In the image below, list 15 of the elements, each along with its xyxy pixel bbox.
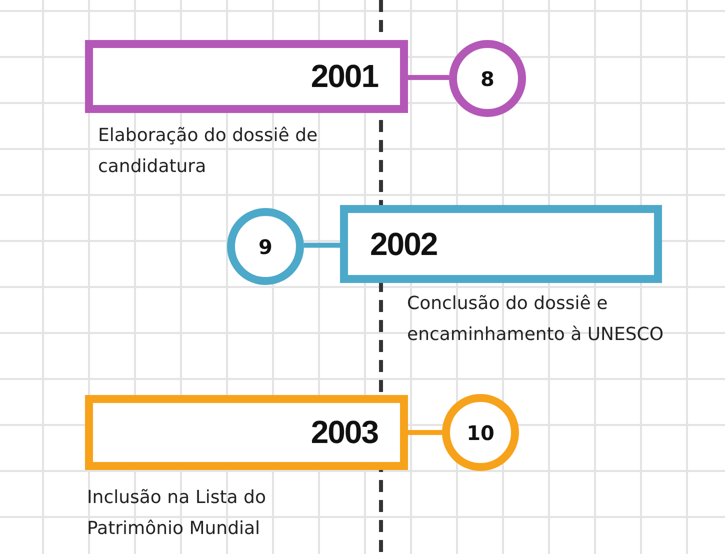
year-box <box>85 40 408 113</box>
year-box <box>340 205 662 283</box>
description-text: Conclusão do dossiê e encaminhamento à UNESCO <box>407 292 665 347</box>
connector-line <box>304 242 340 248</box>
description-text: Elaboração do dossiê de candidatura <box>98 124 319 179</box>
year-text: 2002 <box>370 226 438 262</box>
year-text: 2003 <box>310 414 378 451</box>
step-number: 10 <box>466 420 494 444</box>
step-number: 8 <box>480 66 494 90</box>
year-text: 2001 <box>310 58 378 95</box>
year-box <box>85 395 408 470</box>
step-number: 9 <box>258 234 272 258</box>
description-text: Inclusão na Lista do Patrimônio Mundial <box>87 486 267 541</box>
connector-line <box>408 430 442 435</box>
connector-line <box>408 75 449 80</box>
